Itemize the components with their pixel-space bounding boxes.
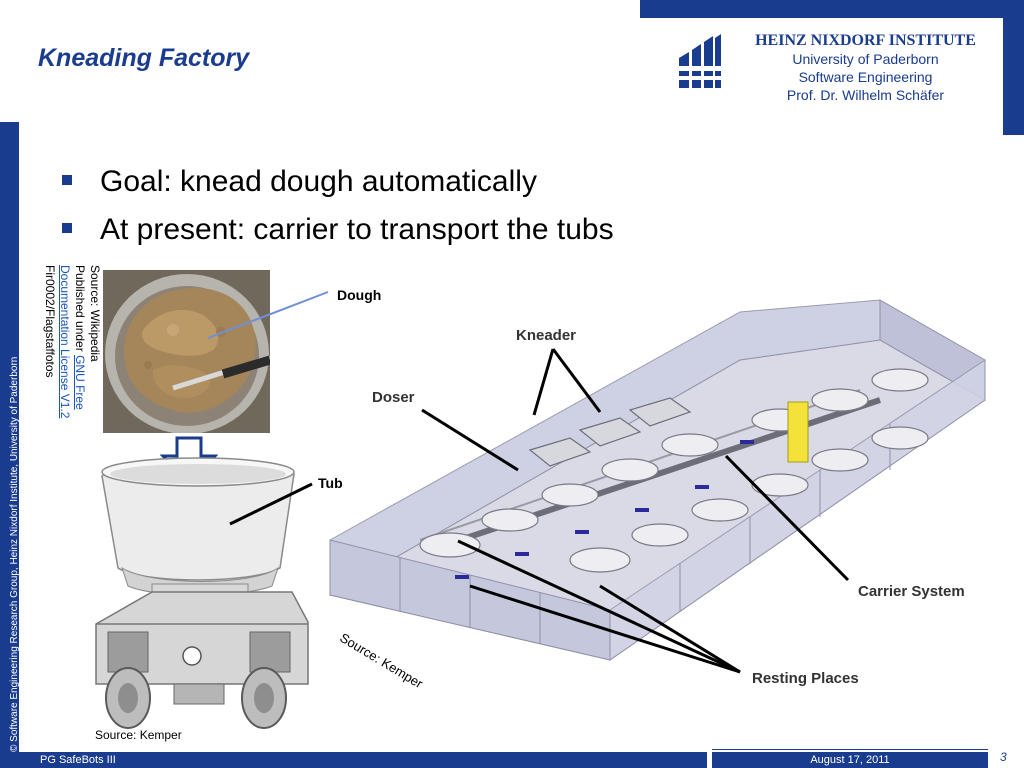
slide-title: Kneading Factory [38,44,250,72]
left-brand-band [0,122,19,768]
attribution-author: Fir0002/Flagstaffotos [43,265,57,378]
label-resting-places: Resting Places [752,670,859,687]
dough-photo [103,270,270,433]
label-tub: Tub [318,475,343,491]
bullet-text: At present: carrier to transport the tub… [100,213,614,246]
attribution-published-line: Published under GNU Free [72,265,87,418]
attribution-license-line: Documentation License V1.2 [57,265,72,418]
label-carrier-system: Carrier System [858,583,965,600]
right-brand-band [1003,0,1024,135]
footer-band [19,752,707,768]
license-link[interactable]: GNU Free [73,355,87,410]
license-link-continued[interactable]: Documentation License V1.2 [58,265,72,419]
bullet-list: Goal: knead dough automatically At prese… [62,158,614,254]
label-kneader: Kneader [516,327,577,344]
institute-line-professor: Prof. Dr. Wilhelm Schäfer [786,87,945,103]
institute-name: HEINZ NIXDORF INSTITUTE [755,32,976,49]
label-doser: Doser [372,389,415,406]
footer-course: PG SafeBots III [40,754,116,766]
square-bullet-icon [62,175,72,185]
copyright-vertical: © Software Engineering Research Group, H… [9,356,20,752]
bullet-item: At present: carrier to transport the tub… [62,206,614,254]
attribution-published-prefix: Published under [73,265,87,356]
label-dough: Dough [337,287,382,303]
top-brand-band [640,0,1024,18]
kneading-factory-figure [328,299,986,661]
footer-divider [712,749,988,750]
bullet-text: Goal: knead dough automatically [100,165,537,198]
attribution-source: Source: Wikipedia [88,265,102,362]
square-bullet-icon [62,223,72,233]
institute-line-group: Software Engineering [798,69,933,85]
source-kemper-tub: Source: Kemper [95,728,182,742]
tub-carrier-figure [95,457,309,729]
institute-line-university: University of Paderborn [792,51,939,67]
bullet-item: Goal: knead dough automatically [62,158,614,206]
photo-attribution: Source: Wikipedia Published under GNU Fr… [42,265,102,418]
page-number: 3 [1000,750,1007,764]
institute-logo-icon [679,34,721,88]
institute-block: HEINZ NIXDORF INSTITUTE University of Pa… [728,32,1003,104]
footer-date: August 17, 2011 [712,752,988,768]
